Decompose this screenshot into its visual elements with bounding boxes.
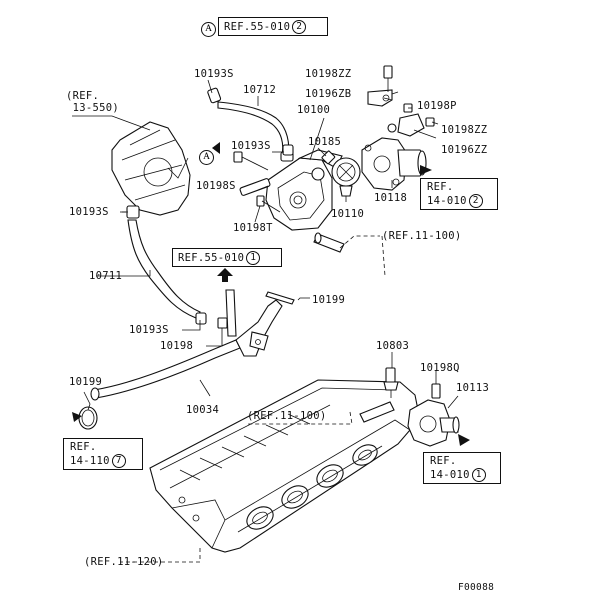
ref-circle-num: 2 <box>292 20 307 34</box>
ref-text: REF.55-010 <box>178 252 245 264</box>
part-10198p[interactable]: 10198P <box>417 100 457 112</box>
ref-line2: 14-110 <box>70 455 110 467</box>
ref-11-100-mid[interactable]: (REF.11-100) <box>247 410 327 422</box>
ref-circle-num: 1 <box>471 468 486 482</box>
marker-a-left: A <box>199 150 214 165</box>
ref-line1: REF. <box>427 181 454 193</box>
ref-11-120[interactable]: (REF.11-120) <box>84 556 164 568</box>
part-10196zz[interactable]: 10196ZZ <box>441 144 488 156</box>
part-10198t[interactable]: 10198T <box>233 222 273 234</box>
part-10193s-mid[interactable]: 10193S <box>231 140 271 152</box>
part-10199-mid[interactable]: 10199 <box>312 294 346 306</box>
part-10198zz-right[interactable]: 10198ZZ <box>441 124 488 136</box>
part-10198q[interactable]: 10198Q <box>420 362 460 374</box>
ref-circle-num: 1 <box>246 251 261 265</box>
ref-circle-num: 2 <box>468 194 483 208</box>
cylinder-head <box>149 379 419 553</box>
part-10110[interactable]: 10110 <box>331 208 365 220</box>
part-10185[interactable]: 10185 <box>308 136 342 148</box>
part-10712[interactable]: 10712 <box>243 84 277 96</box>
ref-line2: 14-010 <box>430 469 470 481</box>
ref-line2: 14-010 <box>427 195 467 207</box>
ref-11-100-right[interactable]: (REF.11-100) <box>382 230 462 242</box>
water-outlet-fitting <box>361 137 427 191</box>
ref-line1: REF. <box>430 455 457 467</box>
thermostat <box>331 157 361 197</box>
part-10198[interactable]: 10198 <box>160 340 194 352</box>
water-pump-assembly <box>239 149 343 231</box>
part-10199-left[interactable]: 10199 <box>69 376 103 388</box>
o-ring-mid <box>265 291 295 305</box>
part-10193s-top[interactable]: 10193S <box>194 68 234 80</box>
part-10118[interactable]: 10118 <box>374 192 408 204</box>
ref-top-group: A <box>201 18 216 37</box>
ref-13-550[interactable]: (REF. 13-550) <box>66 90 119 114</box>
part-10100[interactable]: 10100 <box>297 104 331 116</box>
part-10193s-low[interactable]: 10193S <box>129 324 169 336</box>
part-10193s-left[interactable]: 10193S <box>69 206 109 218</box>
part-10803[interactable]: 10803 <box>376 340 410 352</box>
part-10113[interactable]: 10113 <box>456 382 490 394</box>
marker-a: A <box>201 22 216 37</box>
part-10198zz-top[interactable]: 10198ZZ <box>305 68 352 80</box>
part-10711[interactable]: 10711 <box>89 270 123 282</box>
part-10034[interactable]: 10034 <box>186 404 220 416</box>
ref-line1: REF. <box>70 441 97 453</box>
timing-cover <box>111 121 191 216</box>
marker-a-left-group: A <box>199 146 214 165</box>
part-10196zb[interactable]: 10196ZB <box>305 88 352 100</box>
figure-id: F00088 <box>458 582 495 593</box>
ref-text: REF.55-010 <box>224 21 291 33</box>
part-10198s[interactable]: 10198S <box>196 180 236 192</box>
water-outlet-10113 <box>407 383 460 447</box>
water-pipe <box>90 289 283 401</box>
ref-circle-num: 7 <box>111 454 126 468</box>
